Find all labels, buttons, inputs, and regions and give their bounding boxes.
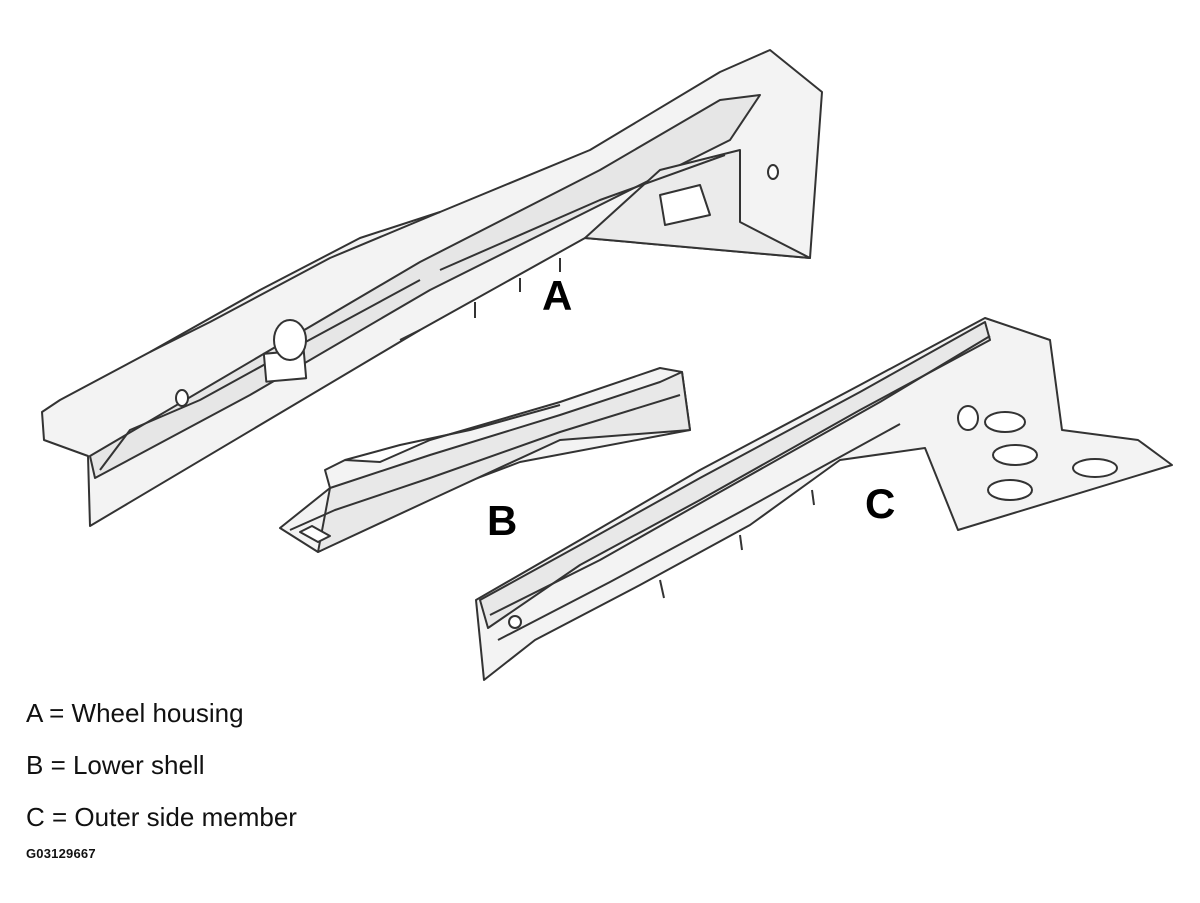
legend-item-c: C = Outer side member (26, 802, 297, 832)
part-c-outer-side-member (475, 317, 1173, 681)
legend-item-b: B = Lower shell (26, 750, 205, 780)
part-b-lower-shell (279, 367, 691, 553)
parts-diagram: A B C (41, 49, 1173, 681)
part-label-c: C (865, 480, 895, 527)
part-label-a: A (542, 272, 572, 319)
part-label-b: B (487, 497, 517, 544)
part-a-wheel-housing (41, 49, 823, 527)
figure-code: G03129667 (26, 846, 96, 861)
legend-item-a: A = Wheel housing (26, 698, 244, 728)
legend: A = Wheel housing B = Lower shell C = Ou… (26, 698, 297, 854)
